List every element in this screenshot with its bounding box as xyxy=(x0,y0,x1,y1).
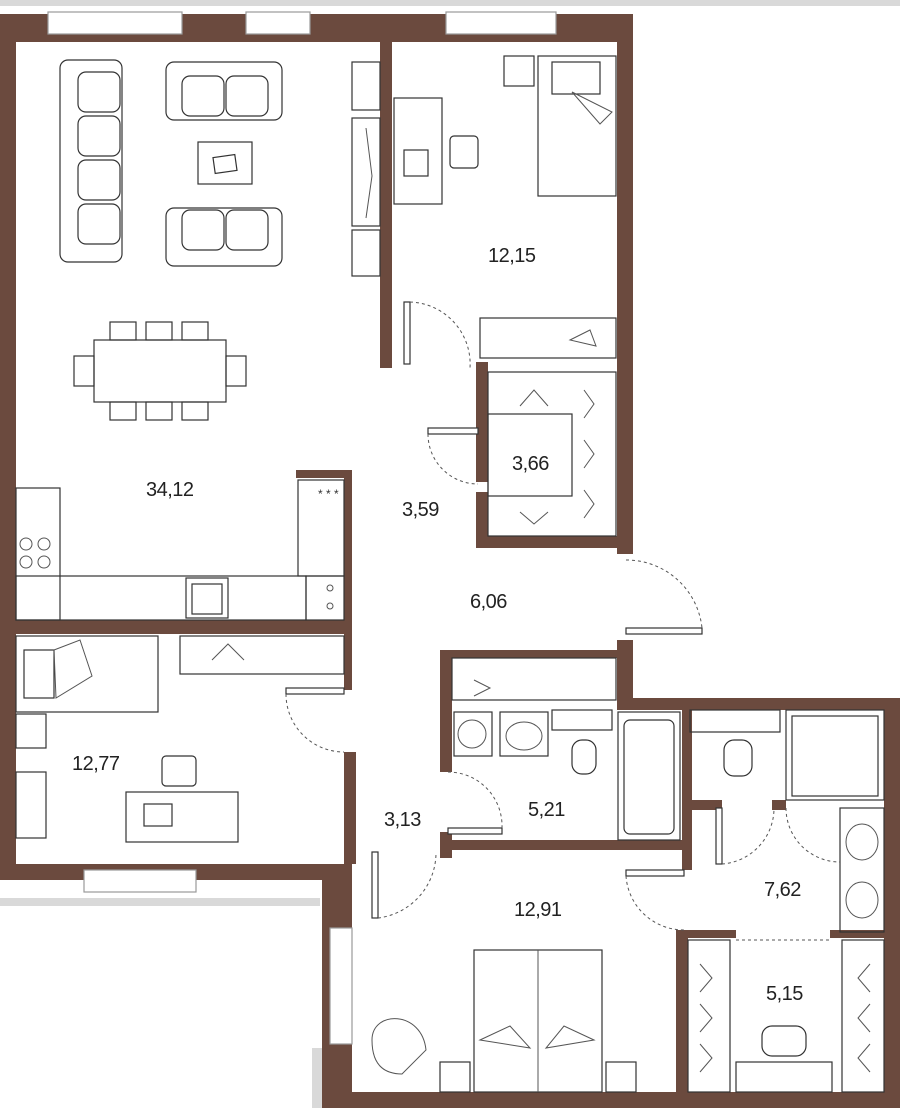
area-master-bedroom: 12,91 xyxy=(514,899,562,921)
study-furniture xyxy=(15,635,345,843)
area-bathroom: 5,21 xyxy=(528,799,565,821)
area-corridor: 6,06 xyxy=(470,591,507,613)
master-closet-furniture xyxy=(687,939,885,1093)
area-study-bedroom: 12,77 xyxy=(72,753,120,775)
kitchen-units: * * * xyxy=(15,479,345,621)
bedroom-top-furniture xyxy=(393,55,617,359)
bathroom-fixtures xyxy=(451,657,885,933)
area-master-bathroom: 7,62 xyxy=(764,879,801,901)
area-bedroom-top: 12,15 xyxy=(488,245,536,267)
closet-hangers xyxy=(487,371,617,537)
area-labels: 34,12 12,15 3,66 3,59 6,06 12,77 3,13 5,… xyxy=(72,245,804,1005)
living-furniture xyxy=(59,59,381,421)
walls xyxy=(0,14,900,1108)
area-master-closet: 5,15 xyxy=(766,983,803,1005)
doors xyxy=(285,301,841,941)
windows xyxy=(47,11,557,1045)
area-living-kitchen: 34,12 xyxy=(146,479,194,501)
svg-text:* * *: * * * xyxy=(318,487,339,501)
area-hall-upper: 3,59 xyxy=(402,499,439,521)
area-walk-in-closet: 3,66 xyxy=(512,453,549,475)
area-hall-lower: 3,13 xyxy=(384,809,421,831)
master-bedroom-furniture xyxy=(371,949,637,1093)
